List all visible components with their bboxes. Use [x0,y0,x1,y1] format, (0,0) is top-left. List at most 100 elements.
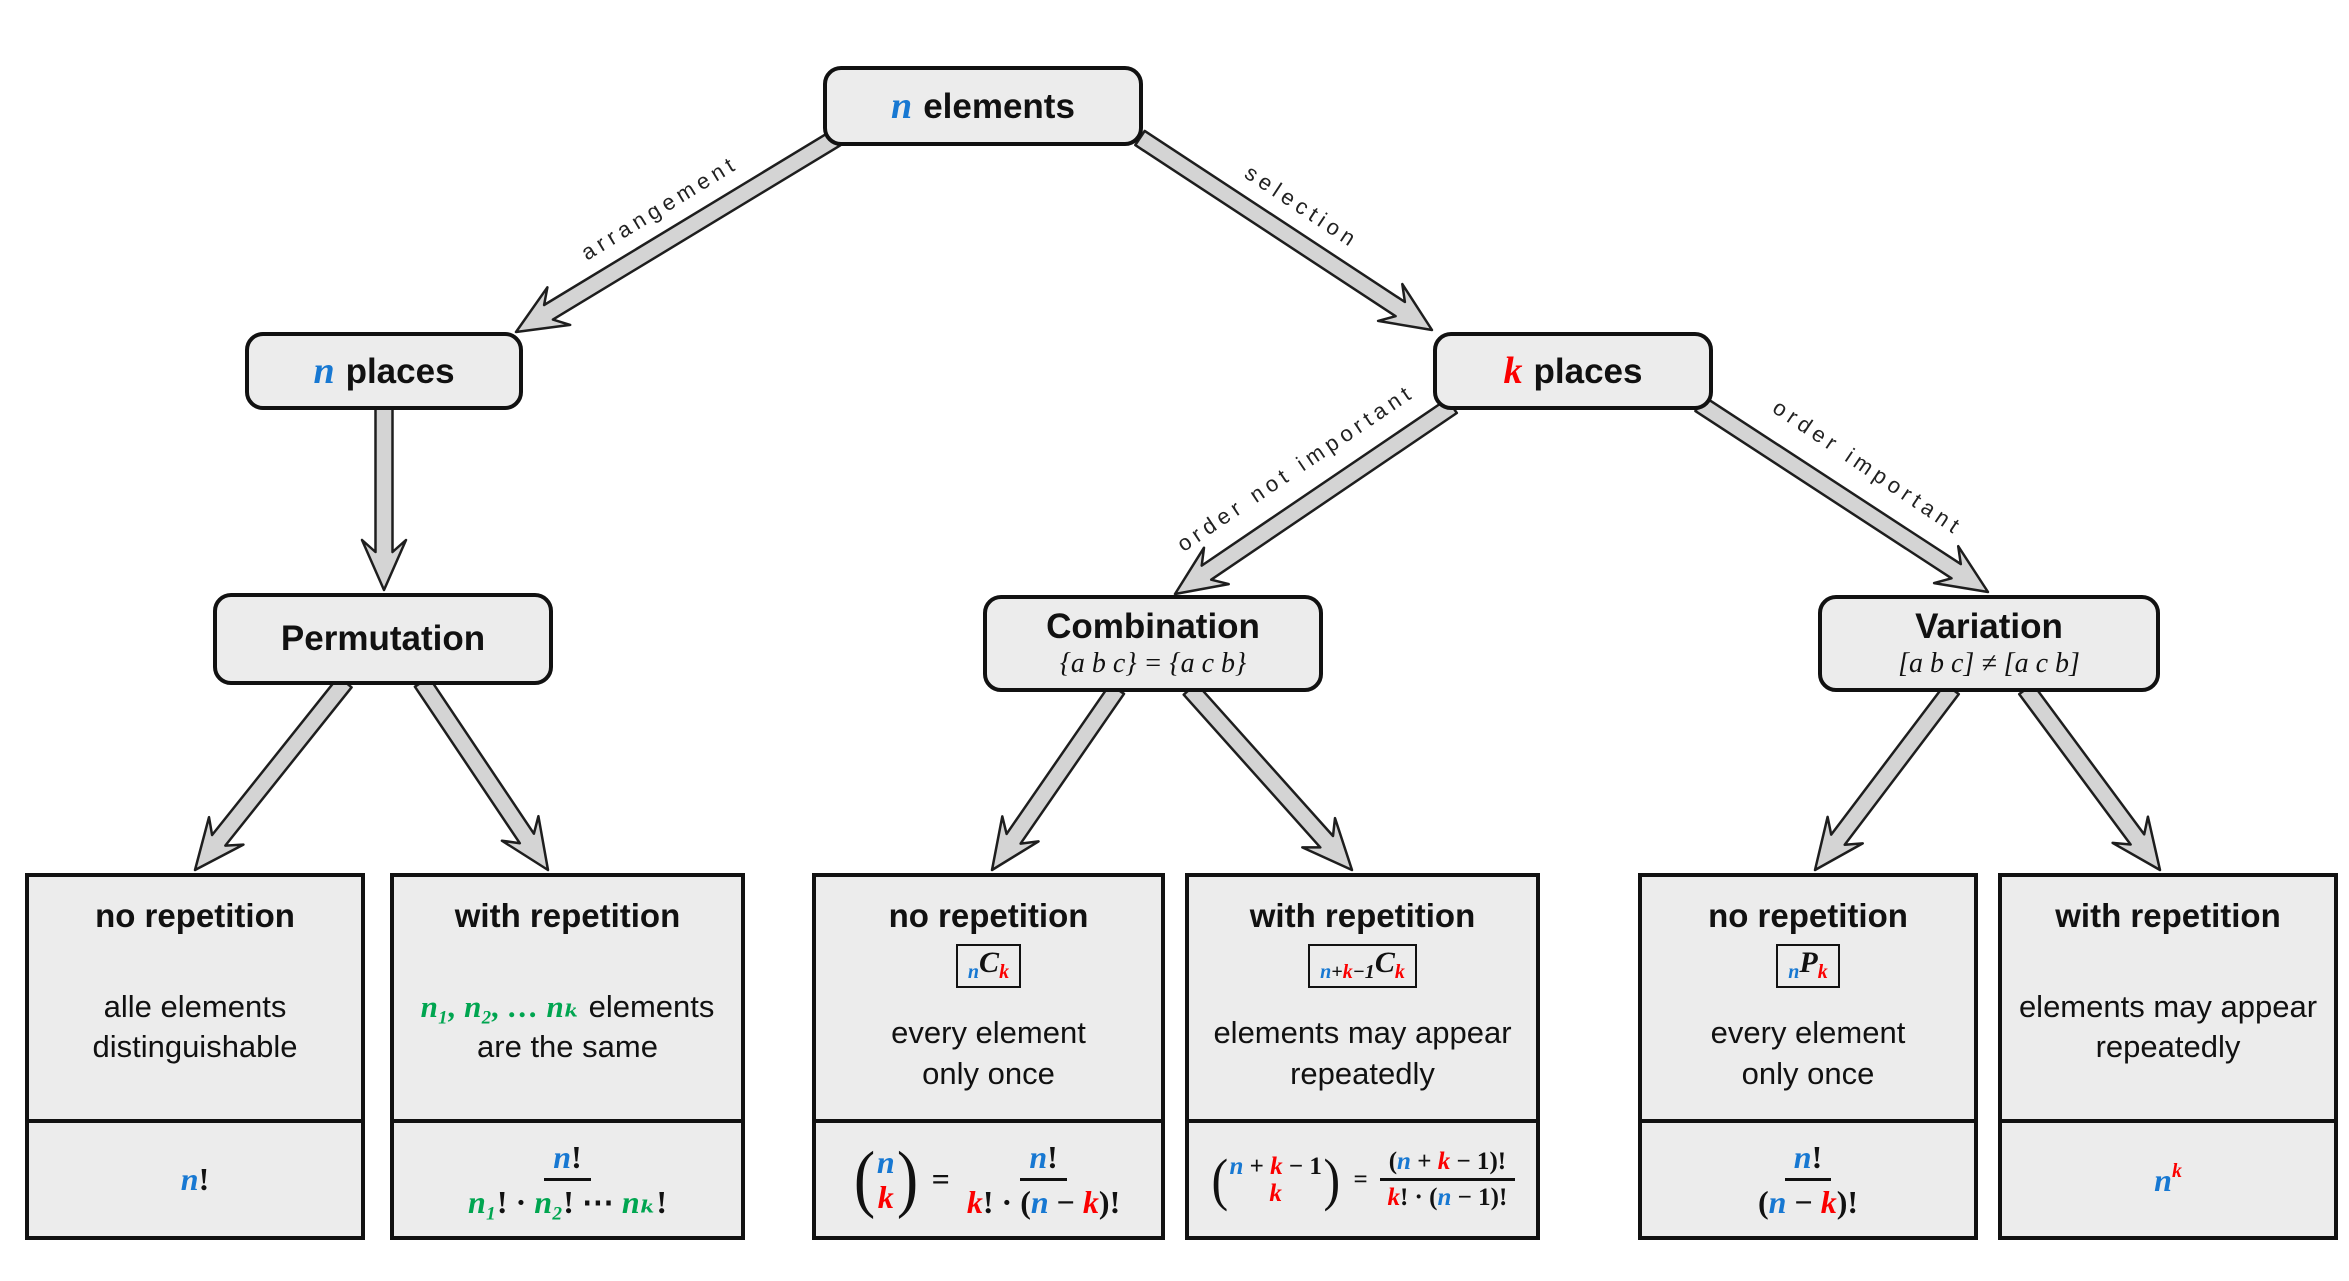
math-token: ! [1811,1139,1823,1175]
math-n: n [553,1139,572,1175]
node-n-places: n places [245,332,523,410]
math-k: k [1394,961,1405,983]
math-token: 1 [1309,1152,1322,1180]
desc-line: repeatedly [2095,1029,2241,1064]
node-combination: Combination {a b c} = {a c b} [983,595,1323,692]
combination-note: {a b c} = {a c b} [1059,648,1247,679]
math-token: − [1282,1152,1310,1180]
desc-line: elements may appear [1213,1015,1512,1051]
math-k: k [1082,1184,1099,1220]
math-n: n [1793,1139,1812,1175]
desc-line: elements may appear [2018,988,2318,1024]
math-token: − 1)! [1451,1184,1508,1211]
desc-line: every element [1710,1015,1906,1051]
math-n: n [2154,1162,2172,1198]
edge-perm-to-no-rep-arrow [193,675,353,872]
edge-var-to-no-rep-arrow [1813,682,1961,872]
math-token: ! [656,1184,668,1220]
math-n: n [876,1143,895,1180]
math-token: ! ⋯ [563,1184,622,1220]
math-token: − [1786,1184,1821,1220]
math-token: ! · ( [1399,1184,1438,1211]
card-description: elements may appear repeatedly [1213,988,1511,1119]
card-permutation-with-repetition: with repetition n₁, n₂, … nₖ elements ar… [390,873,745,1240]
node-k-places-label: places [1533,352,1643,391]
math-token: − [1048,1184,1083,1220]
math-k: k [999,961,1010,983]
edge-order-important-arrow [1694,395,1990,594]
math-k: k [1437,1147,1451,1175]
nCk-notation-badge: nCk [955,944,1022,988]
math-token: + [1331,961,1343,983]
edge-label-order-not-important: order not important [1172,378,1420,557]
card-title: with repetition [2055,897,2281,934]
desc-line: alle elements [103,988,287,1024]
formula-n-factorial-over-ni-factorials: n! n₁! · n₂! ⋯ nₖ! [394,1119,741,1236]
math-n: n [1788,961,1800,983]
math-token: )! [1836,1184,1858,1220]
card-title: with repetition [1249,897,1476,934]
desc-line: are the same [477,1029,658,1064]
variation-note: [a b c] ≠ [a c b] [1898,648,2080,679]
card-description: n₁, n₂, … nₖ elements are the same [421,935,715,1119]
card-description: every element only once [1711,988,1906,1119]
combination-title: Combination [1046,607,1260,646]
card-title: no repetition [888,897,1089,934]
math-n: n [1030,1184,1049,1220]
nPk-notation-badge: nPk [1776,944,1840,988]
math-token: ( [1758,1184,1769,1220]
card-variation-no-repetition: no repetition nPk every element only onc… [1638,873,1978,1240]
edge-label-order-important: order important [1768,394,1969,541]
edge-comb-to-no-rep-arrow [990,682,1126,872]
math-token: ! [571,1139,582,1175]
math-token: ! [198,1161,210,1197]
math-token: + [1243,1152,1271,1180]
desc-line: elements [588,988,715,1024]
math-k: k [1342,961,1353,983]
n-plus-k-minus-1-Ck-notation-badge: n+k−1Ck [1308,944,1417,988]
card-title: with repetition [454,897,681,934]
math-token: ( [1388,1147,1398,1175]
math-k: k [1820,1184,1837,1220]
equals-sign: = [1353,1165,1368,1193]
math-n: n [1029,1139,1048,1175]
edge-label-arrangement: arrangement [576,149,743,266]
edge-label-selection: selection [1240,159,1365,254]
desc-line: only once [1741,1055,1875,1091]
math-token: + [1410,1147,1438,1175]
formula-n-factorial-over-n-minus-k-factorial: n! (n − k)! [1642,1119,1974,1236]
math-P: P [1799,946,1818,979]
equals-sign: = [931,1161,950,1197]
card-title: no repetition [1708,897,1908,934]
card-description: alle elements distinguishable [92,935,297,1119]
math-token: ! [1047,1139,1058,1175]
edge-order-not-important-arrow [1173,397,1459,596]
math-token: − 1 [1450,1147,1490,1175]
node-n-elements: n elements [823,66,1143,146]
formula-n-to-the-k: nk [2002,1119,2334,1236]
math-n: n [967,961,980,983]
math-k: k [1270,1152,1283,1180]
edge-selection-arrow [1134,129,1434,332]
card-variation-with-repetition: with repetition elements may appear repe… [1998,873,2338,1240]
k-variable: k [1503,350,1523,392]
desc-line: distinguishable [92,1029,298,1064]
math-k: k [877,1178,894,1215]
card-title: no repetition [95,897,295,934]
open-paren: ( [853,1137,875,1221]
close-paren: ) [896,1137,918,1221]
formula-n-factorial: n! [29,1119,361,1236]
math-token: )! [1098,1184,1121,1220]
desc-line: repeatedly [1290,1055,1435,1091]
math-n: n [1229,1152,1244,1180]
n-variable: n [313,350,335,392]
math-token: )! [1489,1147,1507,1175]
edge-comb-to-with-rep-arrow [1182,682,1354,872]
edge-var-to-with-rep-arrow [2017,682,2162,872]
math-n1: n₁ [467,1184,497,1220]
card-combination-no-repetition: no repetition nCk every element only onc… [812,873,1165,1240]
desc-line: every element [891,1015,1086,1051]
